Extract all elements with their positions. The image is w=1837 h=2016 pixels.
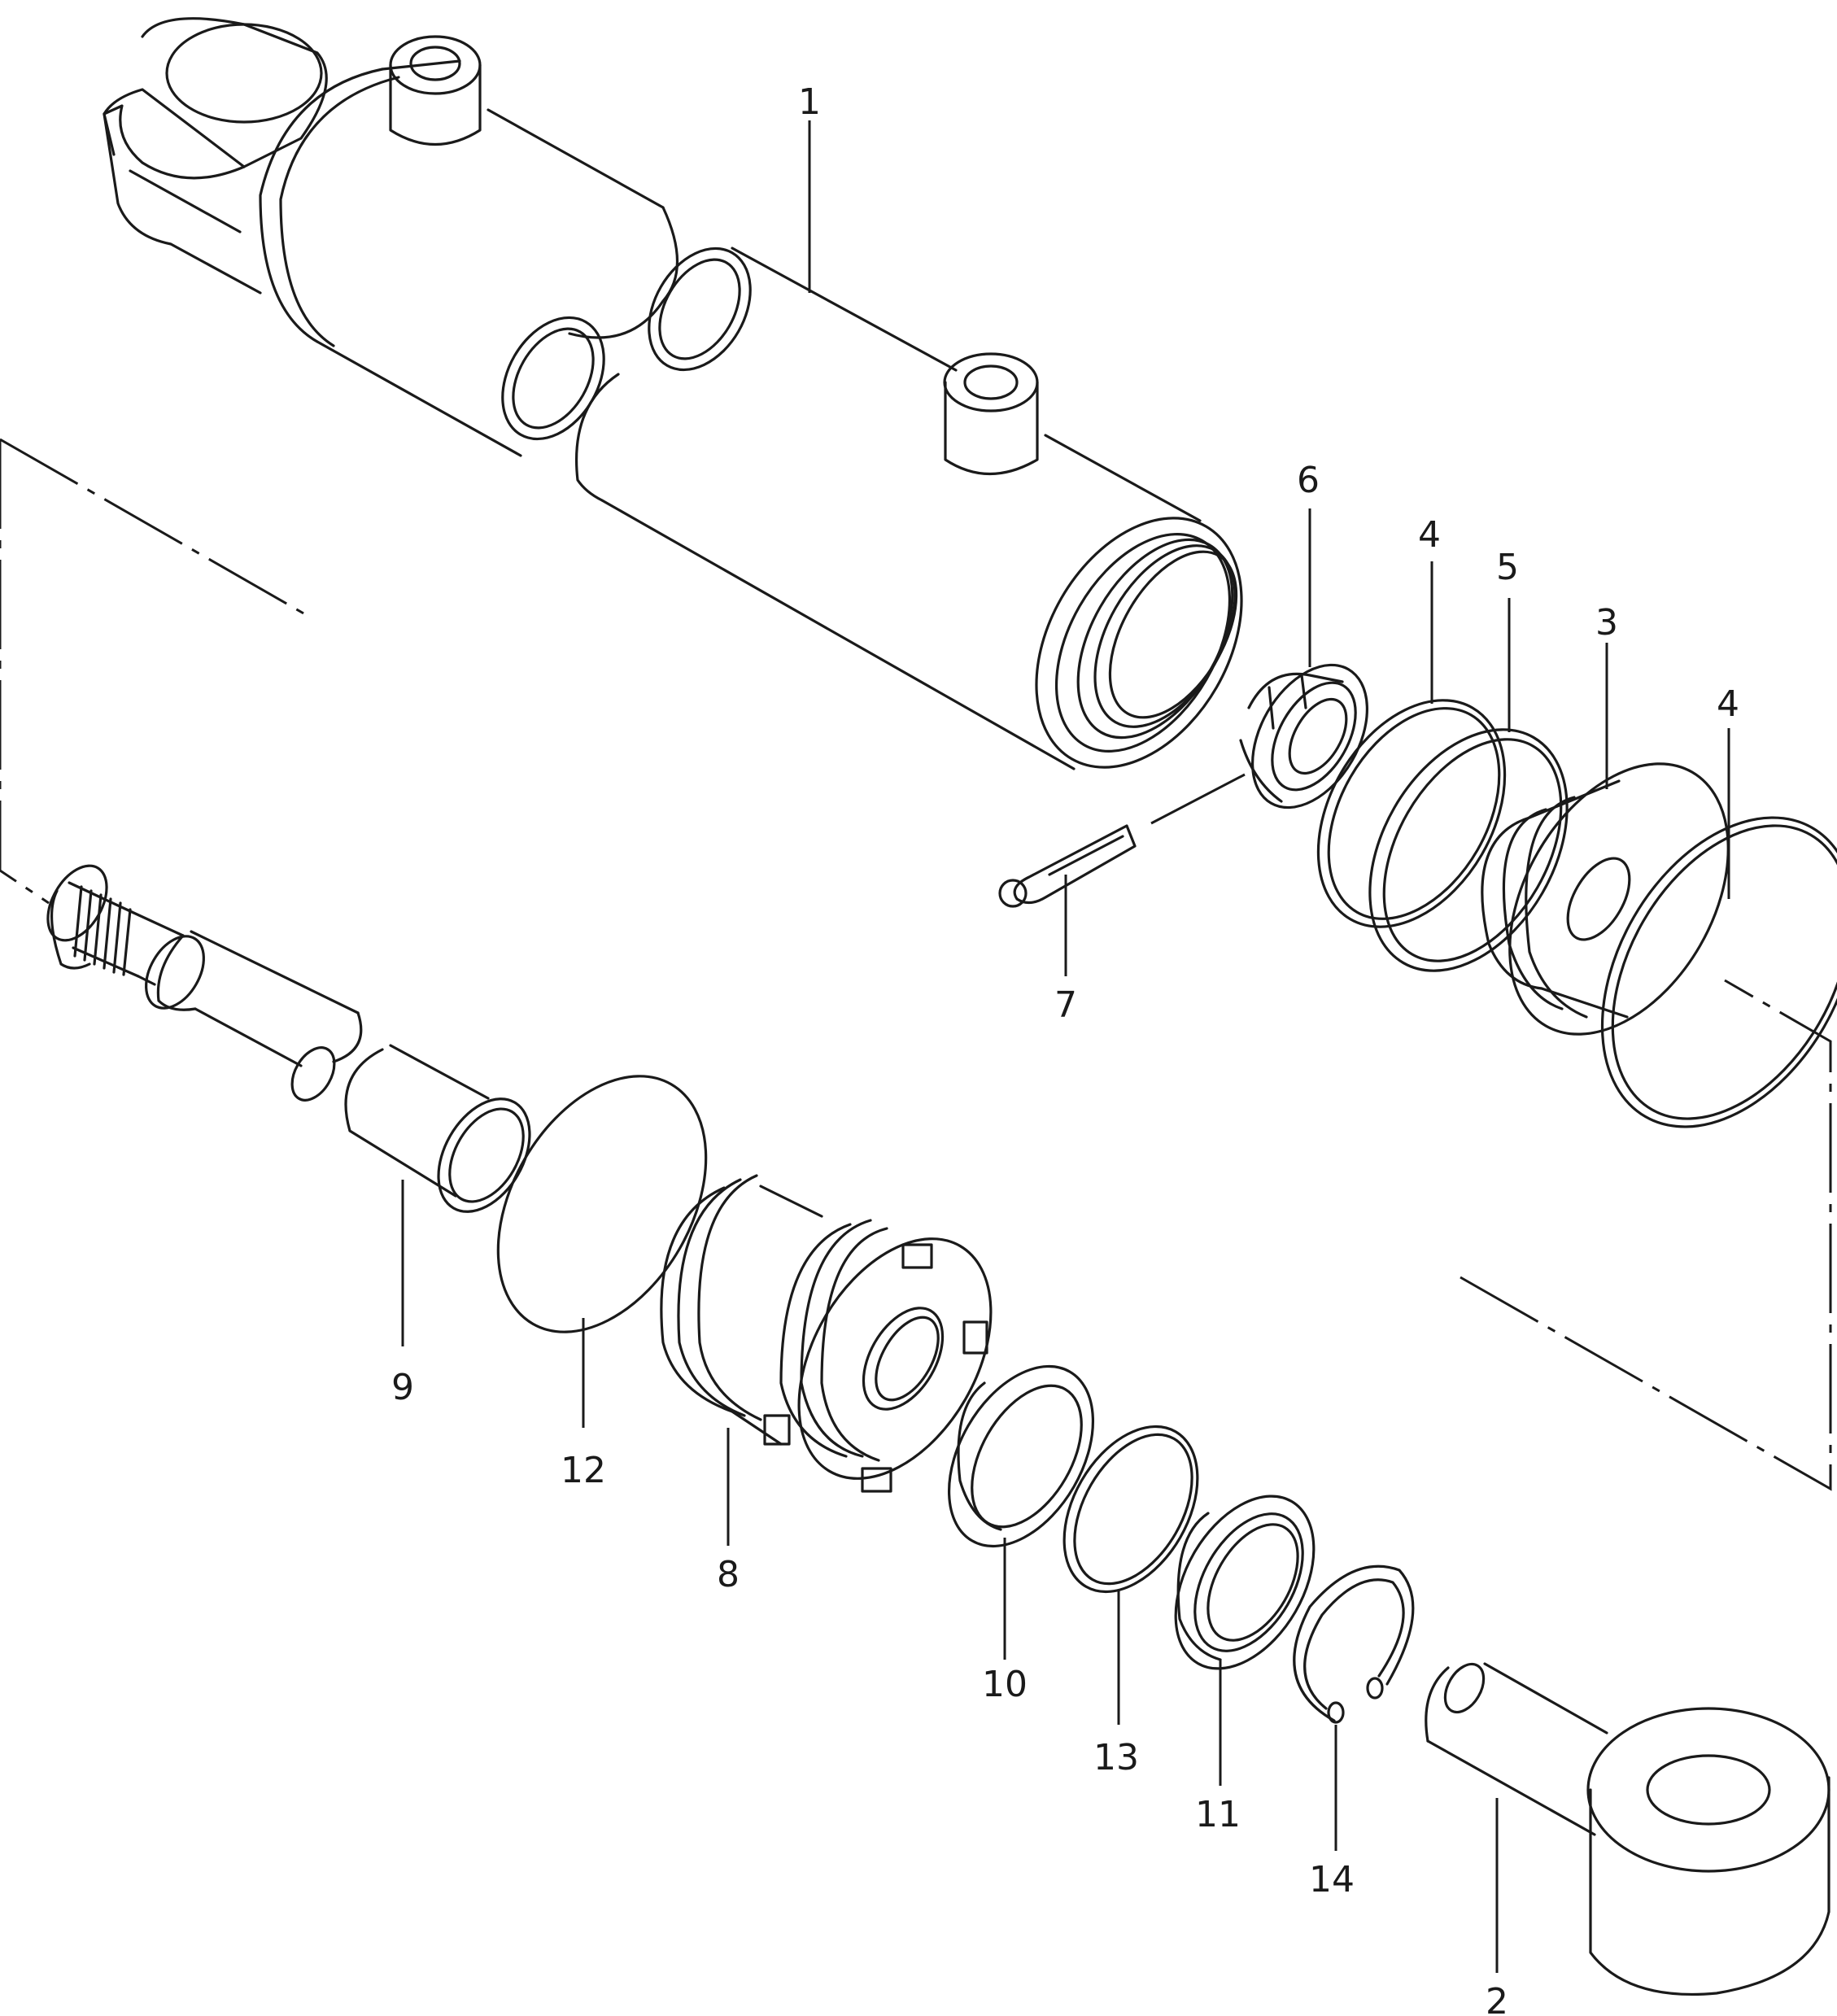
assembly-centerline	[0, 438, 1832, 1491]
piston-part-3	[1481, 762, 1730, 1036]
leader-7b	[1150, 773, 1246, 825]
callout-14: 14	[1309, 1859, 1355, 1900]
callout-10: 10	[982, 1664, 1028, 1705]
cotter-pin-part-7	[998, 824, 1137, 908]
callout-2: 2	[1486, 1981, 1508, 2016]
gasket-part-12	[496, 1075, 708, 1333]
callout-1: 1	[798, 81, 821, 123]
snap-ring-part-14	[1293, 1564, 1415, 1724]
callout-6: 6	[1297, 460, 1320, 501]
castle-nut-part-6	[1239, 663, 1369, 809]
o-ring-part-4-lower	[1600, 816, 1837, 1128]
callout-12: 12	[561, 1450, 606, 1491]
callout-8: 8	[717, 1554, 740, 1595]
backup-ring-part-5	[1368, 728, 1569, 972]
callout-11: 11	[1195, 1794, 1241, 1835]
rod-end-eye-part-2	[1425, 1662, 1830, 1996]
o-ring-part-4-upper	[1316, 699, 1507, 928]
callout-13: 13	[1093, 1737, 1139, 1778]
callout-9: 9	[391, 1367, 414, 1408]
callout-7: 7	[1054, 984, 1077, 1026]
gland-head-part-8	[660, 1174, 993, 1493]
callout-4-lower: 4	[1717, 683, 1739, 725]
callout-labels: 1 6 4 5 3 4 7 9 12 8 10 13 11 14 2	[391, 81, 1739, 2016]
wiper-seal-part-10	[947, 1364, 1095, 1548]
spacer-sleeve-part-9	[344, 1044, 531, 1213]
callout-5: 5	[1496, 547, 1519, 588]
callout-4-upper: 4	[1418, 514, 1441, 556]
piston-rod-shaft	[46, 864, 363, 1102]
rod-seal-part-11	[1174, 1495, 1316, 1670]
callout-3: 3	[1595, 602, 1618, 644]
leader-lines	[401, 120, 1730, 1973]
washer-part-13	[1062, 1425, 1199, 1594]
cylinder-barrel-part-1	[103, 17, 1243, 770]
